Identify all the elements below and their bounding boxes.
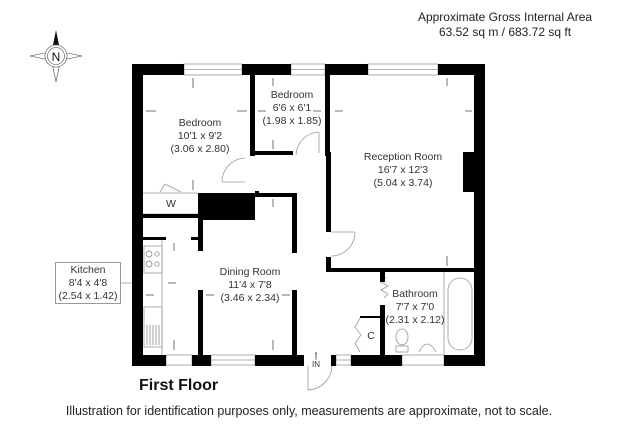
closet-label: C bbox=[367, 330, 375, 342]
entrance-arrow-icon: ↑ bbox=[314, 350, 318, 359]
svg-text:N: N bbox=[52, 50, 61, 64]
area-title: Approximate Gross Internal Area bbox=[417, 10, 593, 24]
floor-title: First Floor bbox=[139, 377, 219, 394]
wardrobe-label: W bbox=[166, 198, 176, 210]
area-value: 63.52 sq m / 683.72 sq ft bbox=[438, 25, 572, 39]
disclaimer: Illustration for identification purposes… bbox=[65, 404, 553, 418]
north-compass-icon: N bbox=[29, 30, 83, 83]
entrance-label: ↑IN bbox=[309, 350, 323, 370]
gross-internal-area: Approximate Gross Internal Area 63.52 sq… bbox=[405, 10, 605, 40]
